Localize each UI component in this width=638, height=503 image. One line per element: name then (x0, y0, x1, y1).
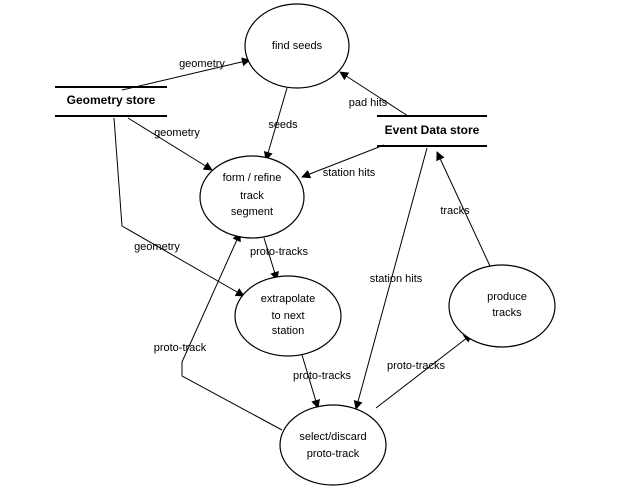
form-refine-label-3: segment (231, 206, 273, 218)
edges (113, 57, 491, 431)
produce-tracks-label-1: produce (487, 291, 527, 303)
edge-station-hits-to-form (301, 144, 385, 179)
edge-proto-tracks-extrapolate-to-select (301, 354, 320, 409)
edge-proto-tracks-form-to-extrapolate (263, 237, 279, 281)
label-proto-tracks-form-to-extrapolate: proto-tracks (250, 246, 309, 258)
label-seeds: seeds (268, 119, 298, 131)
process-produce-tracks: produce tracks (448, 264, 556, 348)
edge-geometry-to-find-seeds (121, 57, 251, 91)
label-pad-hits: pad hits (349, 97, 388, 109)
edge-station-hits-to-select (353, 147, 428, 410)
select-discard-label-1: select/discard (299, 431, 366, 443)
label-geometry-to-form: geometry (154, 127, 200, 139)
find-seeds-label-1: find seeds (272, 40, 323, 52)
event-data-store: Event Data store (377, 115, 487, 147)
edge-geometry-to-extrapolate (113, 117, 245, 297)
event-data-store-label: Event Data store (385, 123, 480, 137)
geometry-store-label: Geometry store (67, 93, 156, 107)
process-extrapolate: extrapolate to next station (234, 275, 342, 357)
edge-tracks (436, 151, 491, 267)
edge-proto-track-back (181, 232, 283, 431)
label-station-hits-to-form: station hits (323, 167, 376, 179)
extrapolate-label-2: to next (271, 310, 304, 322)
label-proto-tracks-extrapolate-to-select: proto-tracks (293, 370, 352, 382)
process-form-refine-track-segment: form / refine track segment (199, 155, 305, 239)
label-proto-tracks-to-produce: proto-tracks (387, 360, 446, 372)
label-geometry-to-find-seeds: geometry (179, 58, 225, 70)
label-station-hits-to-select: station hits (370, 273, 423, 285)
edge-seeds (263, 87, 288, 161)
process-select-discard: select/discard proto-track (279, 404, 387, 486)
select-discard-label-2: proto-track (307, 448, 360, 460)
form-refine-label-2: track (240, 190, 264, 202)
geometry-store: Geometry store (55, 86, 167, 117)
label-tracks: tracks (440, 205, 470, 217)
edge-proto-tracks-to-produce (375, 333, 473, 409)
form-refine-label-1: form / refine (223, 172, 282, 184)
extrapolate-label-1: extrapolate (261, 293, 315, 305)
edge-pad-hits (339, 71, 409, 117)
produce-tracks-label-2: tracks (492, 307, 522, 319)
label-proto-track-back: proto-track (154, 342, 207, 354)
extrapolate-label-3: station (272, 325, 304, 337)
edge-geometry-to-form (127, 117, 213, 171)
edge-labels: geometry pad hits seeds geometry station… (134, 58, 470, 382)
label-geometry-to-extrapolate: geometry (134, 241, 180, 253)
process-find-seeds: find seeds (244, 3, 350, 89)
